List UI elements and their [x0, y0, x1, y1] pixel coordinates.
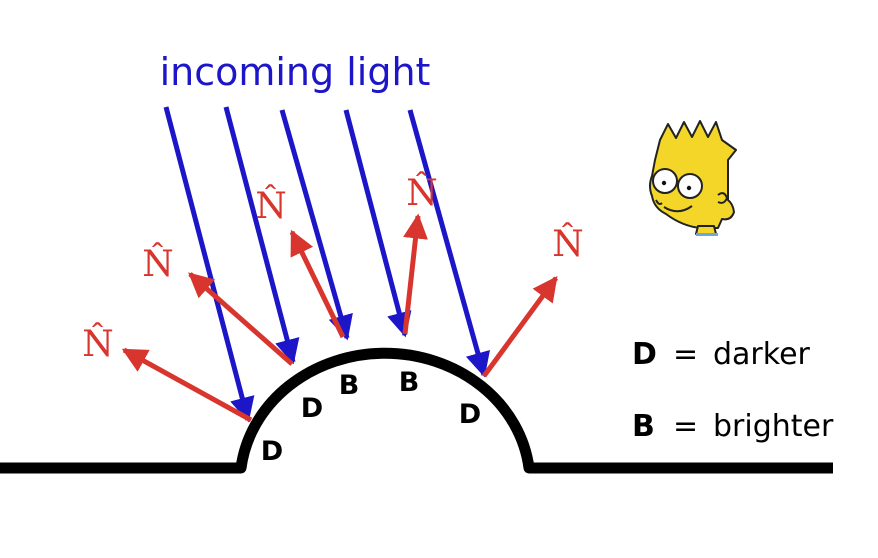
- bart-simpson-head-icon: [649, 120, 737, 236]
- light-ray: [223, 106, 300, 365]
- legend-key: B: [632, 409, 655, 444]
- light-ray: [407, 109, 490, 378]
- normal-arrow: [188, 272, 294, 366]
- legend-text: brighter: [713, 409, 834, 444]
- legend-brighter: B = brighter: [632, 409, 834, 444]
- legend-key: D: [632, 337, 657, 372]
- normal-arrow: [481, 275, 559, 378]
- legend-separator: =: [673, 337, 698, 372]
- legend-separator: =: [673, 409, 698, 444]
- surface-mark: D: [301, 393, 323, 424]
- surface-mark: D: [261, 436, 283, 467]
- normal-label: N̂: [552, 222, 584, 265]
- surface-bump: [0, 347, 833, 474]
- light-ray: [279, 109, 353, 341]
- normal-arrow: [402, 213, 428, 335]
- normal-arrow: [289, 229, 346, 339]
- normal-label: N̂: [406, 171, 438, 214]
- incoming-light-rays: [163, 106, 490, 423]
- incoming-light-title: incoming light: [160, 50, 431, 94]
- legend-darker: D = darker: [632, 337, 811, 372]
- surface-mark: D: [459, 399, 481, 430]
- surface-mark: B: [399, 367, 420, 398]
- normal-label: N̂: [255, 184, 287, 227]
- normal-label: N̂: [142, 242, 174, 285]
- light-ray: [343, 109, 412, 338]
- light-ray: [163, 106, 255, 423]
- surface-normals: [121, 213, 559, 423]
- normal-label: N̂: [82, 322, 114, 365]
- legend-text: darker: [713, 337, 811, 372]
- normal-arrow: [121, 347, 253, 423]
- legend: D = darker B = brighter: [632, 337, 834, 444]
- surface-mark: B: [339, 370, 360, 401]
